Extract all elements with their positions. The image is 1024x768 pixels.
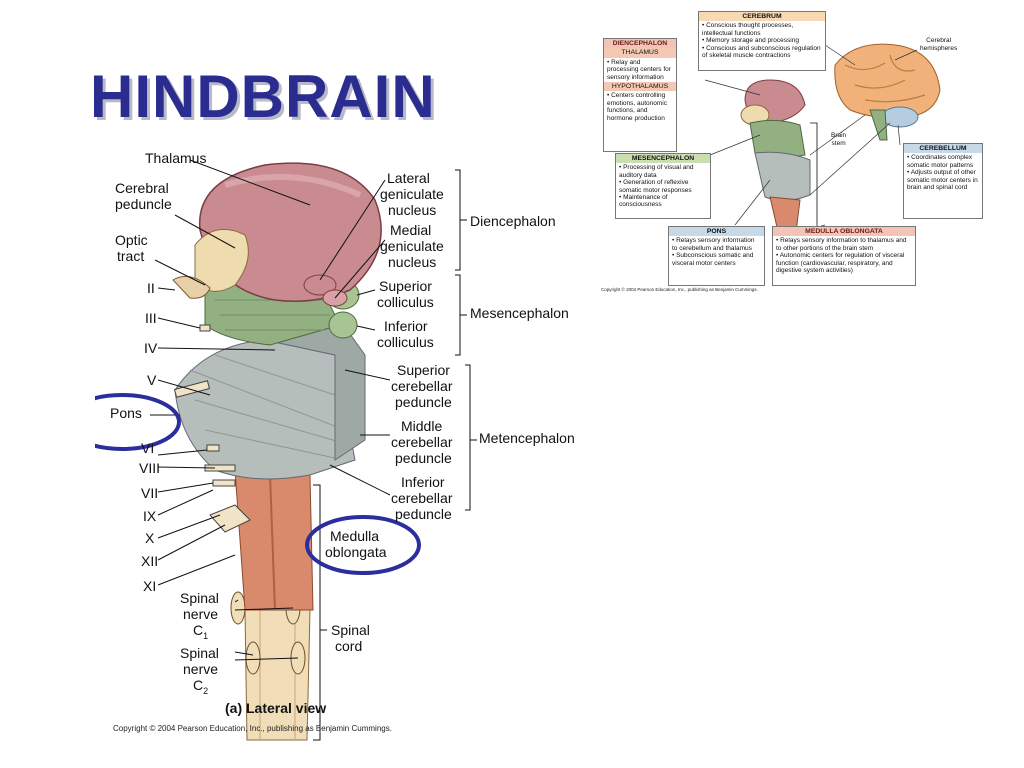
spinal-cord-shape [244, 609, 311, 741]
label-nerve-vii: VII [141, 485, 159, 501]
label-nerve-iii: III [145, 310, 157, 326]
medulla-header: MEDULLA OBLONGATA [773, 227, 915, 237]
label-spinal-nerve-c2-line1: Spinal [180, 645, 219, 661]
cerebrum-item: • Conscious thought processes, intellect… [702, 22, 794, 37]
mesencephalon-item: • Processing of visual and auditory data [619, 164, 694, 179]
label-lateral-geniculate-line3: nucleus [388, 202, 437, 218]
label-sup-cereb-peduncle-line2: cerebellar [391, 378, 453, 394]
mesencephalon-item: • Generation of reflexive somatic motor … [619, 179, 692, 194]
label-inferior-colliculus-line1: Inferior [384, 318, 428, 334]
label-superior-colliculus-line1: Superior [379, 278, 432, 294]
brainstem-lateral-view: Thalamus Cerebral peduncle Optic tract I… [95, 140, 585, 750]
cerebrum-box: CEREBRUM • Conscious thought processes, … [698, 11, 826, 71]
pons-item: • Relays sensory information to cerebell… [672, 237, 755, 252]
label-nerve-v: V [147, 372, 157, 388]
label-medial-geniculate-line1: Medial [390, 222, 432, 238]
cerebrum-item: • Memory storage and processing [702, 37, 799, 45]
mesencephalon-item: • Maintenance of consciousness [619, 194, 668, 209]
pons-item: • Subconscious somatic and visceral moto… [672, 252, 754, 267]
pons-header: PONS [669, 227, 764, 237]
mesencephalon-overview-shape [749, 119, 806, 158]
label-spinal-nerve-c2-line3: C2 [193, 677, 209, 696]
cerebellum-item: • Coordinates complex somatic motor patt… [907, 154, 974, 169]
label-spinal-cord-line2: cord [335, 638, 363, 654]
group-metencephalon: Metencephalon [479, 430, 575, 446]
label-cerebral-peduncle-line2: peduncle [115, 196, 172, 212]
medulla-highlight-ellipse [305, 515, 421, 575]
label-spinal-nerve-c1-line1: Spinal [180, 590, 219, 606]
label-nerve-xii: XII [141, 553, 159, 569]
label-nerve-viii: VIII [139, 460, 161, 476]
diencephalon-header: DIENCEPHALON [604, 39, 676, 49]
label-nerve-xi: XI [143, 578, 157, 594]
group-mesencephalon: Mesencephalon [470, 305, 569, 321]
cerebellum-small-shape [881, 106, 919, 128]
label-inf-cereb-peduncle-line1: Inferior [401, 474, 445, 490]
inferior-colliculus-shape [328, 311, 358, 339]
pons-shape [174, 339, 356, 480]
label-nerve-ii: II [147, 280, 155, 296]
label-medulla-line2: oblongata [325, 544, 387, 560]
cerebellum-item: • Adjusts output of other somatic motor … [907, 169, 978, 192]
optic-tract-shape [172, 275, 211, 299]
label-inf-cereb-peduncle-line3: peduncle [395, 506, 452, 522]
mesencephalon-box: MESENCEPHALON • Processing of visual and… [615, 153, 711, 219]
label-sup-cereb-peduncle-line1: Superior [397, 362, 450, 378]
medulla-item: • Autonomic centers for regulation of vi… [776, 252, 905, 275]
label-spinal-nerve-c1-line3: C1 [193, 622, 209, 641]
label-brain-stem: Brain stem [831, 132, 847, 147]
label-thalamus: Thalamus [145, 150, 207, 166]
cerebrum-small-shape [834, 43, 941, 119]
cerebellum-box: CEREBELLUM • Coordinates complex somatic… [903, 143, 983, 219]
label-cerebral-peduncle-line1: Cerebral [115, 180, 169, 196]
cerebrum-header: CEREBRUM [699, 12, 825, 22]
lateral-geniculate-shape [303, 274, 337, 296]
slide-title: HINDBRAIN [90, 63, 436, 130]
group-diencephalon: Diencephalon [470, 213, 556, 229]
pons-box: PONS • Relays sensory information to cer… [668, 226, 765, 286]
label-mid-cereb-peduncle-line1: Middle [401, 418, 443, 434]
cerebellum-header: CEREBELLUM [904, 144, 982, 154]
cerebrum-item: • Conscious and subconscious regulation … [702, 44, 821, 60]
medulla-box: MEDULLA OBLONGATA • Relays sensory infor… [772, 226, 916, 286]
label-optic-tract-line1: Optic [115, 232, 148, 248]
label-inferior-colliculus-line2: colliculus [377, 334, 434, 350]
label-spinal-nerve-c1-line2: nerve [183, 606, 219, 622]
label-nerve-x: X [145, 530, 155, 546]
label-mid-cereb-peduncle-line2: cerebellar [391, 434, 453, 450]
hypothalamus-item: • Centers controlling emotions, autonomi… [607, 92, 667, 122]
label-superior-colliculus-line2: colliculus [377, 294, 434, 310]
spinal-root-c2-left [245, 641, 261, 675]
label-lateral-geniculate-line1: Lateral [387, 170, 430, 186]
label-spinal-nerve-c2-line2: nerve [183, 661, 219, 677]
brainstem-illustration [95, 159, 477, 741]
pons-highlight-ellipse [95, 393, 181, 451]
label-sup-cereb-peduncle-line3: peduncle [395, 394, 452, 410]
label-nerve-ix: IX [143, 508, 157, 524]
thalamus-header: THALAMUS [604, 48, 676, 58]
label-optic-tract-line2: tract [117, 248, 145, 264]
pons-overview-shape [754, 151, 811, 201]
label-spinal-cord-line1: Spinal [331, 622, 370, 638]
medulla-item: • Relays sensory information to thalamus… [776, 237, 907, 252]
diencephalon-box: DIENCEPHALON THALAMUS • Relay and proces… [603, 38, 677, 152]
brain-regions-overview: CEREBRUM • Conscious thought processes, … [595, 5, 995, 300]
label-medial-geniculate-line3: nucleus [388, 254, 437, 270]
label-medial-geniculate-line2: geniculate [380, 238, 444, 254]
thalamus-item: • Relay and processing centers for senso… [607, 58, 671, 81]
label-medulla-line1: Medulla [330, 528, 380, 544]
label-mid-cereb-peduncle-line3: peduncle [395, 450, 452, 466]
overview-copyright: Copyright © 2004 Pearson Education, Inc.… [601, 287, 758, 292]
mesencephalon-header: MESENCEPHALON [616, 154, 710, 164]
label-inf-cereb-peduncle-line2: cerebellar [391, 490, 453, 506]
label-cerebral-hemispheres: Cerebral hemispheres [920, 37, 958, 52]
label-pons: Pons [110, 405, 142, 421]
lateral-view-caption: (a) Lateral view [225, 700, 327, 716]
label-nerve-iv: IV [144, 340, 158, 356]
hypothalamus-header: HYPOTHALAMUS [604, 82, 676, 92]
label-nerve-vi: VI [141, 440, 155, 456]
lateral-view-copyright: Copyright © 2004 Pearson Education, Inc.… [113, 724, 392, 733]
spinal-root-c1-left [230, 591, 246, 625]
label-lateral-geniculate-line2: geniculate [380, 186, 444, 202]
